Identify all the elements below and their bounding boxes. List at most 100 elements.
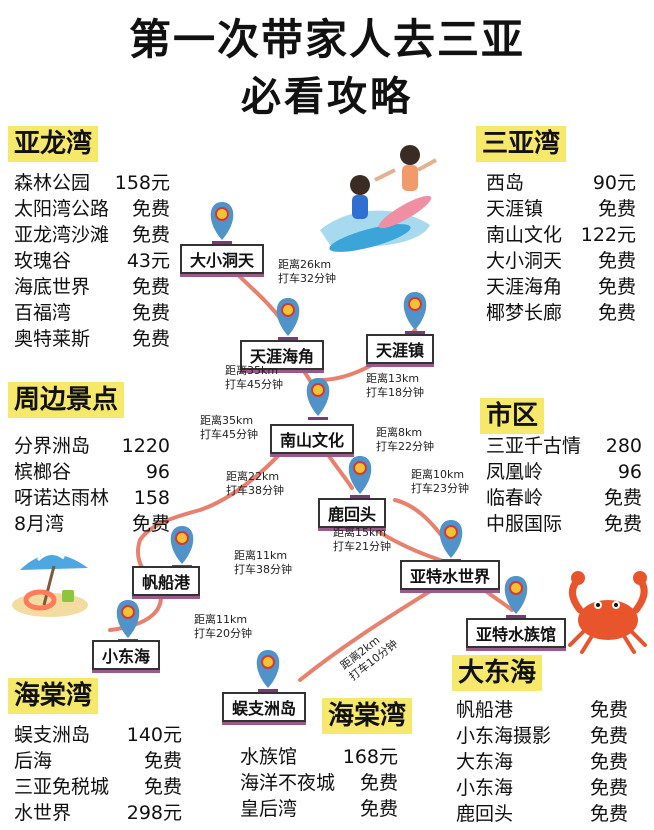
list-item: 海洋不夜城免费 xyxy=(240,770,398,796)
item-price: 免费 xyxy=(131,302,170,324)
section-heading-yalong: 亚龙湾 xyxy=(8,126,99,162)
item-name: 小东海 xyxy=(456,777,514,799)
item-price: 免费 xyxy=(597,250,636,272)
location-pin-icon xyxy=(348,456,372,498)
page-title: 第一次带家人去三亚 xyxy=(128,15,525,64)
list-item: 奥特莱斯免费 xyxy=(14,326,170,352)
item-name: 呀诺达雨林 xyxy=(14,487,110,509)
item-name: 凤凰岭 xyxy=(486,461,544,483)
list-dadonghai: 帆船港免费 小东海摄影免费 大东海免费 小东海免费 鹿回头免费 xyxy=(456,697,628,827)
item-price: 免费 xyxy=(359,798,398,820)
route-luhuitou-water2 xyxy=(393,498,447,542)
item-name: 水族馆 xyxy=(240,746,298,768)
item-price: 免费 xyxy=(359,772,398,794)
item-price: 280 xyxy=(605,435,642,457)
list-item: 8月湾 免费 xyxy=(14,511,170,537)
item-name: 奥特莱斯 xyxy=(14,328,91,350)
location-pin-icon xyxy=(256,650,280,692)
item-price: 免费 xyxy=(143,750,182,772)
distance-km: 距离10km xyxy=(411,468,465,481)
item-price: 免费 xyxy=(603,513,642,535)
item-name: 蜈支洲岛 xyxy=(14,724,91,746)
list-item: 三亚免税城免费 xyxy=(14,774,182,800)
item-name: 分界洲岛 xyxy=(14,435,91,457)
place-daxiaodongtian: 大小洞天 xyxy=(180,244,265,274)
route-nanshan-fanchuan xyxy=(136,428,302,577)
map-pins xyxy=(116,202,528,692)
list-item: 水族馆 168元 xyxy=(240,744,398,770)
item-price: 43元 xyxy=(126,250,170,272)
item-name: 8月湾 xyxy=(14,513,65,535)
distance-taxi: 打车45分钟 xyxy=(225,378,283,391)
place-wuzhizhou: 蜈支洲岛 xyxy=(222,692,307,722)
distance-taxi: 打车18分钟 xyxy=(366,386,424,399)
list-item: 小东海 免费 xyxy=(456,775,628,801)
item-price: 140元 xyxy=(126,724,182,746)
item-price: 免费 xyxy=(589,803,628,825)
item-price: 免费 xyxy=(131,224,170,246)
item-price: 168元 xyxy=(342,746,398,768)
list-item: 椰梦长廊 免费 xyxy=(486,300,636,326)
item-price: 免费 xyxy=(597,302,636,324)
location-pin-icon xyxy=(403,292,427,334)
distance-taxi: 打车38分钟 xyxy=(226,484,284,497)
distance-km: 距离8km xyxy=(376,426,423,439)
list-item: 大东海免费 xyxy=(456,749,628,775)
location-pin-icon xyxy=(116,600,140,642)
item-name: 天涯镇 xyxy=(486,198,544,220)
item-price: 免费 xyxy=(589,699,628,721)
item-price: 免费 xyxy=(143,776,182,798)
distance-km: 距离35km xyxy=(225,364,279,377)
item-price: 免费 xyxy=(589,777,628,799)
section-heading-nearby: 周边景点 xyxy=(8,382,125,418)
list-item: 中服国际免费 xyxy=(486,511,642,537)
item-price: 免费 xyxy=(589,751,628,773)
list-city: 三亚千古情 280 凤凰岭 96 临春岭免费 中服国际免费 xyxy=(486,433,642,537)
item-price: 免费 xyxy=(131,513,170,535)
item-price: 免费 xyxy=(589,725,628,747)
item-name: 海底世界 xyxy=(14,276,91,298)
item-price: 免费 xyxy=(131,198,170,220)
distance-km: 距离13km xyxy=(366,372,420,385)
distance-taxi: 打车20分钟 xyxy=(194,627,252,640)
item-name: 椰梦长廊 xyxy=(486,302,563,324)
item-price: 免费 xyxy=(597,276,636,298)
location-pin-icon xyxy=(306,378,330,420)
surfer-illustration xyxy=(320,145,437,252)
beach-umbrella-illustration xyxy=(12,552,88,617)
distance-km: 距离22km xyxy=(226,470,280,483)
item-price: 96 xyxy=(617,461,642,483)
list-item: 亚龙湾沙滩免费 xyxy=(14,222,170,248)
item-name: 帆船港 xyxy=(456,699,514,721)
item-price: 158元 xyxy=(114,172,170,194)
distance-taxi: 打车22分钟 xyxy=(376,440,434,453)
item-name: 大小洞天 xyxy=(486,250,563,272)
item-name: 水世界 xyxy=(14,802,72,824)
list-item: 三亚千古情 280 xyxy=(486,433,642,459)
place-xiaodonghai: 小东海 xyxy=(92,640,161,670)
place-luhuitou: 鹿回头 xyxy=(318,498,387,528)
item-name: 小东海摄影 xyxy=(456,725,552,747)
item-price: 免费 xyxy=(131,276,170,298)
item-name: 三亚千古情 xyxy=(486,435,582,457)
distance-taxi: 打车21分钟 xyxy=(333,540,391,553)
page-subtitle: 必看攻略 xyxy=(241,74,413,120)
item-price: 96 xyxy=(145,461,170,483)
distance-taxi: 打车32分钟 xyxy=(278,272,336,285)
section-heading-city: 市区 xyxy=(480,398,545,434)
item-name: 临春岭 xyxy=(486,487,544,509)
